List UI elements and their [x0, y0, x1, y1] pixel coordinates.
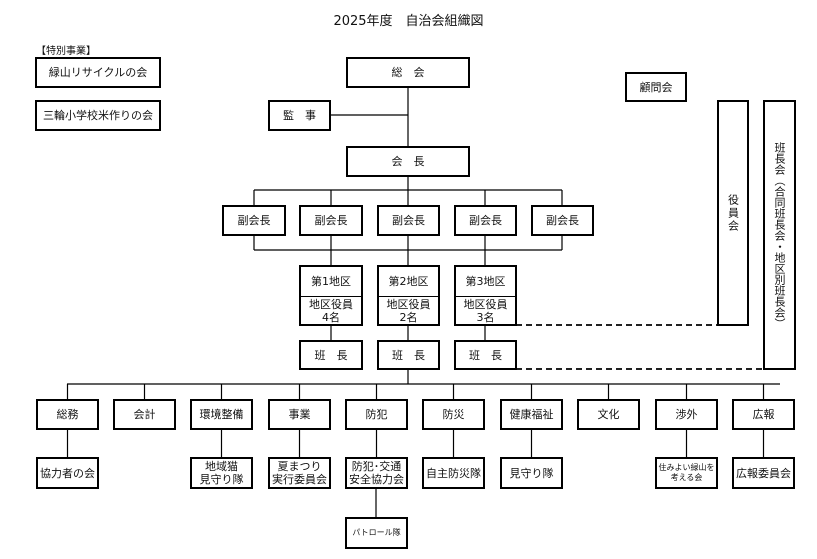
- district-1-box: 第1地区 地区役員 4名: [299, 265, 363, 326]
- department-box: 防犯: [345, 399, 408, 430]
- district-name: 第1地区: [301, 267, 361, 297]
- sub-group-box: 地域猫 見守り隊: [190, 457, 253, 489]
- special-projects-label: 【特別事業】: [36, 46, 96, 57]
- special-item-recycle: 緑山リサイクルの会: [35, 57, 161, 88]
- vice-president-box: 副会長: [299, 205, 363, 236]
- sub-group-box: 住みよい緑山を 考える会: [655, 457, 718, 489]
- general-assembly-box: 総 会: [346, 57, 470, 88]
- district-officers: 地区役員 3名: [463, 297, 508, 324]
- vice-president-box: 副会長: [454, 205, 517, 236]
- department-box: 広報: [732, 399, 795, 430]
- district-2-box: 第2地区 地区役員 2名: [377, 265, 440, 326]
- department-box: 環境整備: [190, 399, 253, 430]
- district-3-box: 第3地区 地区役員 3名: [454, 265, 517, 326]
- advisor-box: 顧問会: [625, 72, 687, 102]
- vice-president-box: 副会長: [531, 205, 594, 236]
- group-leader-box: 班 長: [454, 340, 517, 370]
- sub-group-box: 広報委員会: [732, 457, 795, 489]
- department-box: 防災: [422, 399, 485, 430]
- department-box: 事業: [268, 399, 331, 430]
- president-box: 会 長: [346, 146, 470, 177]
- auditor-box: 監 事: [268, 100, 331, 131]
- sub-group-box: 防犯･交通 安全協力会: [345, 457, 408, 489]
- department-box: 文化: [577, 399, 640, 430]
- district-officers: 地区役員 4名: [309, 297, 353, 324]
- district-name: 第3地区: [456, 267, 515, 297]
- officers-council-box: 役員会: [717, 100, 749, 326]
- patrol-team-box: パトロール隊: [345, 517, 408, 549]
- leaders-council-box: 班長会（合同班長会・地区別班長会）: [763, 100, 796, 370]
- district-name: 第2地区: [379, 267, 438, 297]
- page-title: 2025年度 自治会組織図: [333, 14, 484, 29]
- special-item-rice: 三輪小学校米作りの会: [35, 100, 161, 131]
- sub-group-box: 協力者の会: [36, 457, 99, 489]
- sub-group-box: 夏まつり 実行委員会: [268, 457, 331, 489]
- sub-group-box: 自主防災隊: [422, 457, 485, 489]
- sub-group-box: 見守り隊: [500, 457, 563, 489]
- vice-president-box: 副会長: [222, 205, 286, 236]
- department-box: 渉外: [655, 399, 718, 430]
- group-leader-box: 班 長: [299, 340, 363, 370]
- department-box: 健康福祉: [500, 399, 563, 430]
- department-box: 会計: [113, 399, 176, 430]
- vice-president-box: 副会長: [377, 205, 440, 236]
- group-leader-box: 班 長: [377, 340, 440, 370]
- district-officers: 地区役員 2名: [386, 297, 431, 324]
- department-box: 総務: [36, 399, 99, 430]
